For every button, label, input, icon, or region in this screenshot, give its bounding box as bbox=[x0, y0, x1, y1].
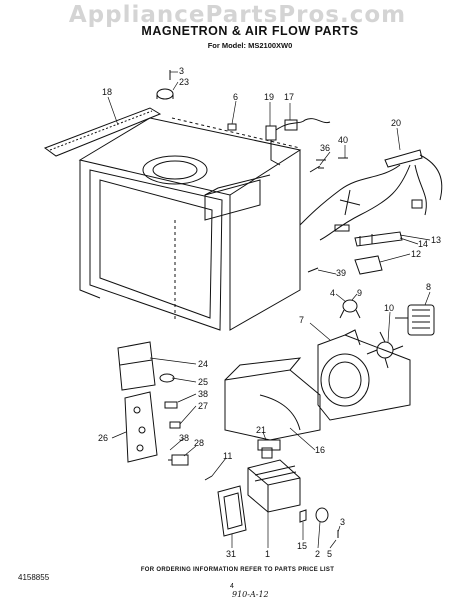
part-4-9-thermostat bbox=[339, 299, 361, 319]
callout-5: 5 bbox=[327, 549, 332, 559]
part-31-gasket bbox=[217, 485, 247, 537]
part-10-fan-blade bbox=[366, 331, 404, 369]
callout-23: 23 bbox=[179, 77, 189, 87]
part-12-13-14-switches bbox=[354, 231, 403, 275]
part-7-fan-shroud bbox=[317, 329, 411, 421]
part-2-5-15-hardware bbox=[299, 507, 339, 538]
diagram-title: MAGNETRON & AIR FLOW PARTS bbox=[141, 24, 359, 38]
model-subtitle: For Model: MS2100XW0 bbox=[207, 41, 293, 50]
part-11-screw bbox=[204, 475, 213, 481]
part-23-thermostat bbox=[156, 70, 174, 100]
page-number: 4 bbox=[230, 583, 234, 590]
oven-cavity bbox=[78, 117, 302, 331]
callout-10: 10 bbox=[384, 303, 394, 313]
callout-19: 19 bbox=[264, 92, 274, 102]
part-26-interlock-panel bbox=[124, 391, 181, 463]
part-28-switch bbox=[168, 454, 189, 466]
part-8-fan-motor bbox=[395, 304, 435, 336]
part-36-40-hardware bbox=[309, 157, 348, 173]
part-39-screw bbox=[307, 267, 319, 273]
callout-26: 26 bbox=[98, 433, 108, 443]
callout-3: 3 bbox=[179, 66, 184, 76]
callout-13: 13 bbox=[431, 235, 441, 245]
callout-28: 28 bbox=[194, 438, 204, 448]
ordering-footer-note: FOR ORDERING INFORMATION REFER TO PARTS … bbox=[140, 567, 335, 573]
part-24-25-bracket bbox=[117, 341, 175, 391]
callout-11: 11 bbox=[223, 451, 232, 461]
callout-36: 36 bbox=[320, 143, 330, 153]
callout-20: 20 bbox=[391, 118, 401, 128]
callout-16: 16 bbox=[315, 445, 325, 455]
callout-25: 25 bbox=[198, 377, 208, 387]
callout-3-lower: 3 bbox=[340, 517, 345, 527]
part-17-19-fuse-assembly bbox=[265, 118, 331, 166]
callout-12: 12 bbox=[411, 249, 421, 259]
part-6-clip bbox=[227, 123, 237, 131]
callout-18: 18 bbox=[102, 87, 112, 97]
part-21-diode bbox=[257, 439, 281, 451]
document-part-number: 4158855 bbox=[18, 573, 50, 582]
watermark: AppliancePartsPros.com bbox=[68, 2, 407, 28]
part-18-vent-strip bbox=[43, 107, 162, 157]
callout-2: 2 bbox=[315, 549, 320, 559]
callout-24: 24 bbox=[198, 359, 208, 369]
callout-15: 15 bbox=[297, 541, 307, 551]
callout-38: 38 bbox=[198, 389, 208, 399]
part-20-wire-harness bbox=[299, 149, 443, 241]
callout-21: 21 bbox=[256, 425, 266, 435]
callout-31: 31 bbox=[226, 549, 236, 559]
callout-1: 1 bbox=[265, 549, 270, 559]
part-1-magnetron bbox=[247, 447, 301, 513]
callout-17: 17 bbox=[284, 92, 294, 102]
callout-6: 6 bbox=[233, 92, 238, 102]
handwritten-note: 910-A-12 bbox=[232, 590, 269, 599]
callout-27: 27 bbox=[198, 401, 208, 411]
callout-40: 40 bbox=[338, 135, 348, 145]
callout-8: 8 bbox=[426, 282, 431, 292]
part-16-air-duct bbox=[224, 357, 321, 441]
callout-4: 4 bbox=[330, 288, 335, 298]
callout-14: 14 bbox=[418, 239, 428, 249]
callout-9: 9 bbox=[357, 288, 362, 298]
callout-7: 7 bbox=[299, 315, 304, 325]
callout-38-lower: 38 bbox=[179, 433, 189, 443]
callout-39: 39 bbox=[336, 268, 346, 278]
